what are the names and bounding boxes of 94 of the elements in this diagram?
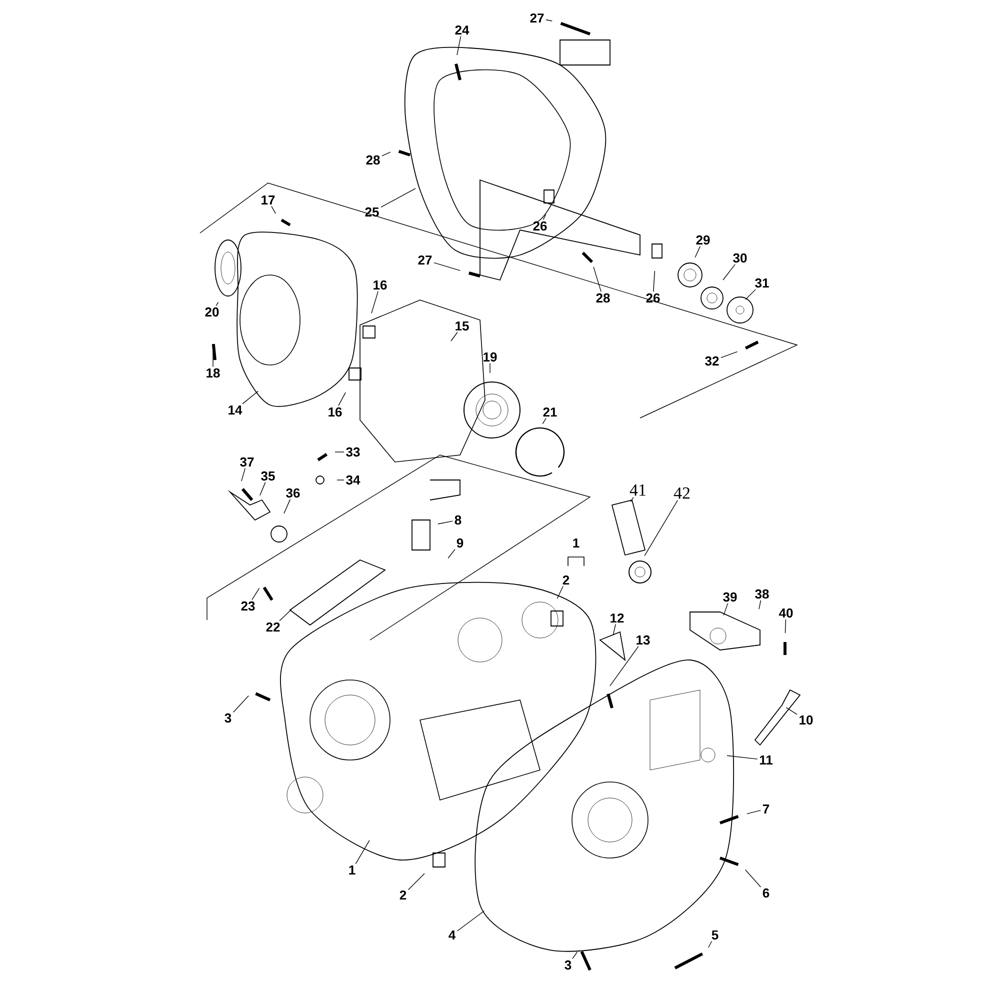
leader-line bbox=[252, 588, 260, 600]
callout-number: 39 bbox=[723, 592, 737, 602]
callout-number: 27 bbox=[530, 13, 544, 23]
leader-line bbox=[212, 350, 214, 368]
callout-number: 19 bbox=[484, 352, 497, 362]
leader-line bbox=[758, 600, 762, 610]
callout-number: 41 bbox=[630, 484, 646, 496]
leader-line bbox=[726, 755, 758, 760]
leader-line bbox=[438, 520, 454, 524]
callout-number: 29 bbox=[696, 235, 710, 245]
leader-line bbox=[450, 332, 458, 342]
leader-line bbox=[408, 873, 425, 890]
callout-number: 33 bbox=[346, 447, 360, 457]
leader-line bbox=[722, 264, 736, 280]
leader-line bbox=[610, 646, 639, 686]
callout-number: 21 bbox=[543, 407, 557, 417]
callout-number: 22 bbox=[266, 622, 280, 632]
leader-line bbox=[745, 288, 756, 300]
leader-line bbox=[456, 910, 484, 932]
leader-line bbox=[630, 496, 634, 502]
callout-number: 15 bbox=[456, 321, 469, 331]
callout-number: 32 bbox=[705, 356, 719, 366]
callout-number: 17 bbox=[262, 196, 275, 204]
callout-number: 34 bbox=[346, 475, 360, 485]
callout-number: 18 bbox=[206, 368, 220, 378]
leader-line bbox=[546, 19, 552, 22]
callout-number: 8 bbox=[454, 515, 462, 525]
leader-line bbox=[653, 270, 656, 292]
leader-line bbox=[355, 840, 370, 864]
callout-number: 3 bbox=[224, 713, 232, 723]
callout-number: 26 bbox=[533, 221, 547, 231]
leader-line bbox=[338, 392, 346, 406]
callout-number: 9 bbox=[456, 538, 464, 548]
callout-number: 7 bbox=[762, 804, 770, 814]
leader-line bbox=[542, 418, 546, 424]
leader-line bbox=[241, 468, 246, 482]
callout-number: 12 bbox=[610, 613, 624, 623]
leader-line bbox=[271, 206, 276, 214]
callout-number: 1 bbox=[573, 538, 580, 548]
leader-line bbox=[216, 302, 219, 306]
callout-number: 28 bbox=[366, 155, 380, 165]
leader-line bbox=[746, 810, 762, 814]
leader-line bbox=[260, 482, 266, 496]
callout-number: 4 bbox=[448, 930, 456, 940]
leader-line bbox=[242, 390, 258, 404]
leader-line bbox=[232, 695, 249, 713]
callout-number: 27 bbox=[418, 255, 432, 265]
callout-number: 14 bbox=[228, 406, 242, 414]
leader-line bbox=[644, 500, 678, 556]
callout-number: 23 bbox=[241, 601, 255, 611]
callout-number: 25 bbox=[365, 207, 379, 217]
leader-line bbox=[382, 152, 391, 156]
callout-number: 2 bbox=[562, 575, 570, 585]
callout-number: 6 bbox=[762, 888, 770, 898]
callout-number: 36 bbox=[286, 488, 300, 498]
leader-line bbox=[380, 188, 416, 208]
callout-number: 35 bbox=[261, 471, 275, 481]
leader-line bbox=[784, 618, 786, 634]
callout-number: 5 bbox=[712, 930, 718, 940]
callout-number: 13 bbox=[636, 635, 650, 645]
leader-line bbox=[279, 609, 292, 622]
callout-number: 11 bbox=[760, 756, 773, 764]
callout-number: 10 bbox=[800, 715, 813, 725]
callout-number: 37 bbox=[240, 457, 254, 467]
leader-line bbox=[708, 940, 712, 948]
leader-line bbox=[720, 351, 738, 358]
callout-number: 30 bbox=[733, 253, 747, 263]
leader-line bbox=[556, 586, 564, 599]
callout-number: 16 bbox=[328, 407, 342, 417]
leader-line bbox=[542, 214, 546, 220]
callout-number: 20 bbox=[205, 307, 219, 317]
callout-number: 38 bbox=[755, 589, 769, 599]
leader-line bbox=[434, 262, 461, 271]
callout-number: 42 bbox=[674, 487, 690, 499]
leader-line bbox=[448, 548, 456, 558]
leader-line bbox=[284, 498, 291, 514]
callout-number: 1 bbox=[349, 866, 356, 874]
callout-number: 40 bbox=[778, 608, 793, 618]
callout-number: 31 bbox=[755, 278, 769, 288]
leader-line bbox=[593, 266, 602, 292]
callout-number: 26 bbox=[646, 293, 660, 303]
callout-number: 16 bbox=[374, 280, 387, 290]
leader-line bbox=[572, 952, 578, 960]
callout-number: 24 bbox=[455, 25, 470, 35]
leader-line bbox=[612, 624, 616, 636]
callout-number: 28 bbox=[596, 293, 610, 303]
leader-line bbox=[371, 290, 378, 314]
callout-number: 2 bbox=[400, 890, 406, 900]
leader-line bbox=[744, 869, 762, 888]
leader-line bbox=[723, 602, 728, 616]
callout-number: 3 bbox=[564, 960, 572, 970]
leader-line bbox=[456, 36, 462, 56]
leader-line bbox=[694, 246, 700, 258]
leader-line bbox=[786, 707, 798, 715]
